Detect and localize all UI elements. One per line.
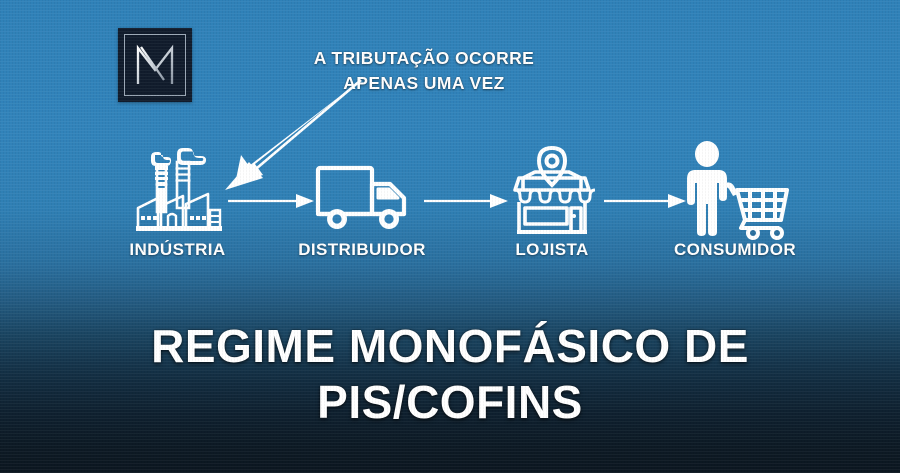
shopper-with-cart-icon: [687, 141, 789, 240]
page-title-line-1: REGIME MONOFÁSICO DE: [151, 320, 749, 372]
flow-node-label-distribuidor: DISTRIBUIDOR: [298, 240, 426, 259]
flow-node-label-industria: INDÚSTRIA: [129, 240, 226, 259]
flow-node-label-wrap: DISTRIBUIDOR: [282, 240, 442, 260]
flow-node-lojista[interactable]: LOJISTA: [482, 140, 622, 260]
factory-icon: [135, 148, 222, 231]
flow-node-label-consumidor: CONSUMIDOR: [673, 240, 797, 259]
flow-node-label-wrap: INDÚSTRIA: [105, 240, 250, 260]
down-left-arrow-icon: [225, 79, 362, 190]
right-arrow-icon-2: [424, 194, 508, 208]
flow-node-label-wrap: LOJISTA: [482, 240, 622, 260]
flow-node-consumidor[interactable]: CONSUMIDOR: [645, 140, 825, 260]
delivery-truck-icon: [315, 165, 407, 229]
flow-node-industria[interactable]: INDÚSTRIA: [105, 140, 250, 260]
logo-m-monogram-icon: [136, 44, 174, 84]
logo-frame: [124, 34, 186, 96]
annotation-line-1: A TRIBUTAÇÃO OCORRE: [313, 48, 535, 68]
brand-logo: [118, 28, 192, 102]
annotation-callout: A TRIBUTAÇÃO OCORRE APENAS UMA VEZ: [296, 46, 552, 96]
annotation-line-2: APENAS UMA VEZ: [343, 73, 505, 93]
right-arrow-icon-1: [228, 194, 314, 208]
page-title: REGIME MONOFÁSICO DE PIS/COFINS: [0, 318, 900, 430]
flow-node-label-lojista: LOJISTA: [515, 240, 589, 259]
page-title-line-2: PIS/COFINS: [317, 376, 583, 428]
storefront-icon: [513, 145, 596, 234]
flow-node-label-wrap: CONSUMIDOR: [645, 240, 825, 260]
right-arrow-icon-3: [604, 194, 686, 208]
flow-node-distribuidor[interactable]: DISTRIBUIDOR: [282, 140, 442, 260]
